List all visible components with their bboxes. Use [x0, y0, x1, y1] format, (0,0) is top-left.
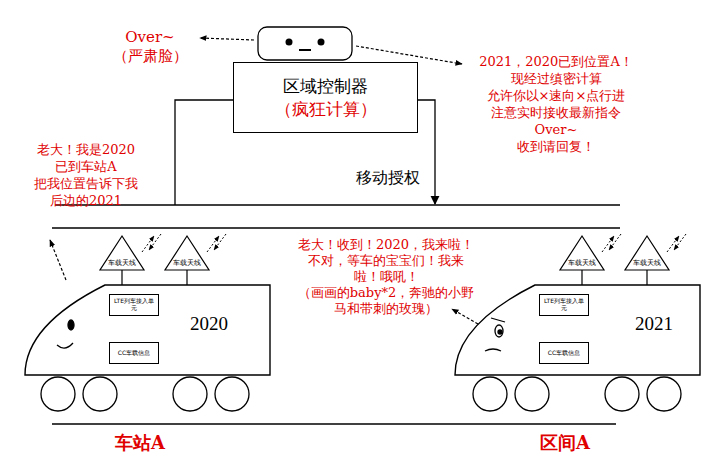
drawing-stroke: [473, 377, 507, 411]
location-label: 区间A: [540, 432, 590, 454]
callout-text: 已到车站A: [55, 159, 116, 175]
antenna-triangle: 车载天线: [165, 236, 209, 270]
antenna-shape: [560, 236, 604, 270]
callout-text: 老大！收到！2020，我来啦！: [298, 237, 474, 253]
train-number: 2020: [190, 313, 228, 336]
callout-text: 不对，等车的宝宝们！我来: [308, 253, 464, 269]
train-face: [485, 318, 505, 351]
node-text: 车载天线: [560, 260, 604, 267]
connector: [581, 270, 582, 285]
train-body: LTE列车接入单元 CC车载信息 2020: [25, 285, 270, 375]
line-label: 移动授权: [354, 168, 422, 187]
node-text: 车载天线: [165, 260, 209, 267]
drawing-stroke: [674, 234, 686, 250]
antenna-triangle: 车载天线: [560, 236, 604, 270]
train-shape: [455, 285, 700, 375]
unit-box: CC车载信息: [109, 342, 159, 364]
train-shape: [25, 285, 270, 375]
connector: [186, 270, 187, 285]
drawing-stroke: [452, 309, 478, 324]
drawing-stroke: [142, 236, 154, 252]
connector: [646, 270, 647, 285]
antenna-shape: [165, 236, 209, 270]
controller-box: 区域控制器（疯狂计算）: [233, 62, 418, 133]
node-text: CC车载信息: [548, 350, 580, 357]
unit-box: LTE列车接入单元: [539, 294, 589, 316]
mouth: [57, 343, 73, 348]
drawing-stroke: [609, 234, 621, 250]
callout-text: （严肃脸）: [113, 47, 188, 65]
drawing-stroke: [41, 377, 681, 411]
drawing-stroke: [149, 234, 161, 250]
callout-text: 后边的2021: [50, 193, 122, 209]
drawing-stroke: [175, 100, 233, 205]
callout-text: Over~: [125, 28, 174, 46]
node-text: CC车载信息: [118, 350, 150, 357]
callout-text: 把我位置告诉下我: [34, 176, 138, 192]
drawing-stroke: [215, 377, 249, 411]
node-text: 车载天线: [625, 260, 669, 267]
callout-text: 啦！哦吼！: [354, 269, 419, 285]
unit-box: LTE列车接入单元: [109, 294, 159, 316]
drawing-stroke: [50, 240, 66, 280]
drawing-stroke: [602, 236, 614, 252]
drawing-stroke: [647, 377, 681, 411]
drawing-stroke: [41, 377, 75, 411]
callout-text: 允许你以×速向×点行进: [487, 88, 626, 104]
drawing-stroke: [667, 236, 679, 252]
callout-text: 老大！我是2020: [37, 142, 135, 158]
node-text: LTE列车接入单元: [542, 298, 586, 312]
node-text: （疯狂计算）: [275, 98, 377, 121]
callout-text: 现经过缜密计算: [511, 71, 602, 87]
node-text: LTE列车接入单元: [112, 298, 156, 312]
drawing-stroke: [605, 377, 639, 411]
drawing-stroke: [52, 227, 620, 228]
drawing-stroke: [418, 100, 435, 204]
train-body: LTE列车接入单元 CC车载信息 2021: [455, 285, 700, 375]
antenna-shape: [625, 236, 669, 270]
drawing-stroke: [55, 204, 620, 205]
drawing-stroke: [83, 377, 117, 411]
drawing-stroke: [286, 39, 293, 46]
drawing-stroke: [299, 49, 311, 51]
drawing-stroke: [52, 423, 616, 424]
antenna-shape: [100, 236, 144, 270]
callout-text: 2021，2020已到位置A！: [479, 54, 633, 70]
drawing-stroke: [258, 27, 352, 60]
drawing-stroke: [207, 236, 219, 252]
train-face: [57, 320, 74, 348]
antenna-triangle: 车载天线: [625, 236, 669, 270]
node-text: 车载天线: [100, 260, 144, 267]
drawing-stroke: [214, 234, 226, 250]
antenna-triangle: 车载天线: [100, 236, 144, 270]
callout-text: Over~: [535, 122, 578, 138]
drawing-stroke: [200, 38, 254, 40]
drawing-stroke: [318, 39, 325, 46]
callout-text: 注意实时接收最新指令: [491, 105, 621, 121]
eye: [495, 325, 503, 337]
connector: [121, 270, 122, 285]
location-label: 车站A: [115, 432, 165, 454]
callout-text: 收到请回复！: [517, 139, 595, 155]
train-number: 2021: [635, 313, 673, 336]
drawing-stroke: [142, 234, 686, 252]
eye: [68, 320, 74, 330]
unit-box: CC车载信息: [539, 342, 589, 364]
pupil: [498, 330, 502, 334]
drawing-stroke: [173, 377, 207, 411]
drawing-stroke: [515, 377, 549, 411]
node-text: 区域控制器: [283, 75, 368, 98]
callout-text: （画画的baby*2，奔驰的小野: [298, 285, 475, 301]
eyebrow: [491, 318, 505, 322]
callout-text: 马和带刺的玫瑰）: [334, 301, 438, 317]
mouth: [485, 349, 501, 351]
